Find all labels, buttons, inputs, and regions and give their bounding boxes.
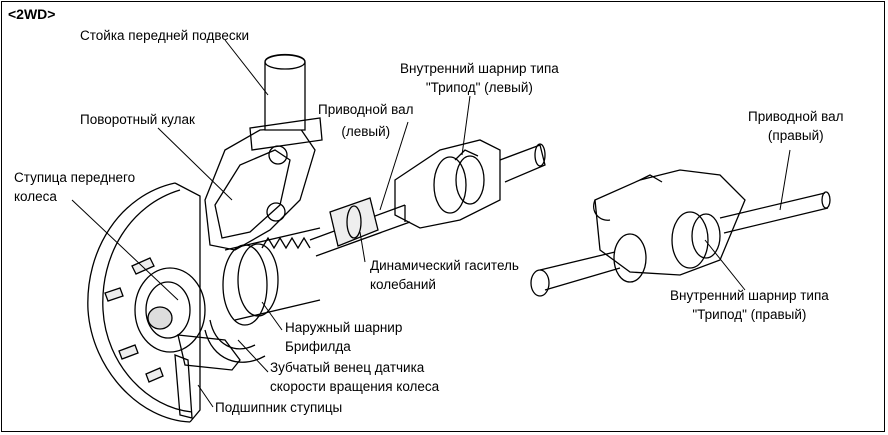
label-birfield-joint-line2: Брифилда [285, 339, 351, 354]
label-hub-bearing: Подшипник ступицы [215, 400, 343, 415]
label-front-hub-line1: Ступица переднего [14, 170, 136, 185]
leader-shaft-left [379, 121, 409, 211]
leader-hub [71, 199, 179, 301]
leader-tripod-left [461, 95, 471, 156]
dynamic-damper [329, 197, 379, 247]
label-front-hub-line2: колеса [14, 189, 57, 204]
label-birfield-joint: Наружный шарнир Брифилда [285, 318, 402, 356]
brake-disc [87, 182, 191, 423]
abs-tone-wheel [204, 319, 266, 363]
wheel-studs [104, 257, 164, 383]
label-tone-wheel-line1: Зубчатый венец датчика [270, 360, 425, 375]
label-drive-shaft-right-line2: (правый) [767, 128, 824, 143]
steering-knuckle [204, 127, 316, 251]
label-tripod-right: Внутренний шарнир типа "Трипод" (правый) [670, 286, 829, 324]
label-birfield-joint-line1: Наружный шарнир [285, 320, 403, 335]
label-drive-shaft-left-line2: (левый) [341, 124, 391, 139]
label-dynamic-damper-line1: Динамический гаситель [370, 258, 519, 273]
label-dynamic-damper: Динамический гаситель колебаний [370, 256, 519, 294]
label-front-strut: Стойка передней подвески [80, 28, 250, 43]
leader-damper [359, 231, 366, 263]
drive-type-tag: <2WD> [8, 6, 56, 22]
right-drive-shaft [719, 191, 831, 234]
label-drive-shaft-right: Приводной вал (правый) [748, 107, 844, 145]
label-drive-shaft-left: Приводной вал (левый) [318, 100, 414, 141]
label-steering-knuckle: Поворотный кулак [80, 112, 195, 127]
suspension-strut [264, 53, 306, 131]
birfield-outer-joint [222, 227, 321, 326]
label-tone-wheel: Зубчатый венец датчика скорости вращения… [270, 358, 439, 396]
leader-outer-joint [261, 301, 283, 331]
left-tripod-joint [394, 139, 546, 229]
label-tripod-left-line1: Внутренний шарнир типа [400, 61, 559, 76]
label-tripod-left: Внутренний шарнир типа "Трипод" (левый) [400, 59, 559, 97]
right-stub-shaft [530, 251, 621, 297]
hub-bearing [177, 334, 241, 371]
label-tripod-right-line2: "Трипод" (правый) [692, 307, 807, 322]
label-drive-shaft-left-line1: Приводной вал [318, 102, 414, 117]
leader-tripod-right [704, 239, 746, 291]
leader-strut [224, 39, 269, 96]
leader-shaft-right [779, 149, 791, 211]
leader-bearing [197, 384, 214, 408]
label-front-hub: Ступица переднего колеса [14, 168, 135, 206]
wheel-hub [134, 267, 206, 353]
label-dynamic-damper-line2: колебаний [370, 277, 436, 292]
leader-knuckle [157, 127, 233, 201]
label-tripod-right-line1: Внутренний шарнир типа [670, 288, 829, 303]
right-tripod-joint [593, 169, 746, 283]
label-tripod-left-line2: "Трипод" (левый) [425, 80, 533, 95]
label-tone-wheel-line2: скорости вращения колеса [270, 379, 440, 394]
label-drive-shaft-right-line1: Приводной вал [748, 109, 844, 124]
leader-tone-wheel [237, 339, 269, 373]
